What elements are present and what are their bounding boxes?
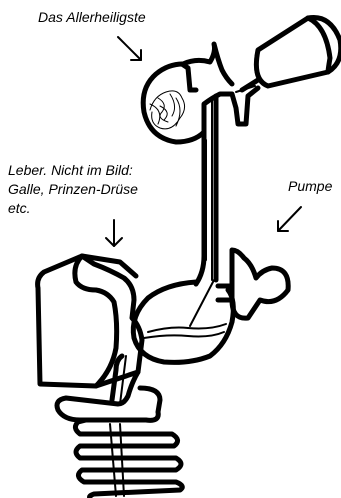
intestines-coil [75,420,182,498]
arrow-icon [118,37,141,60]
arrow-icon [278,207,301,231]
heart-shape [218,250,288,318]
liver-shape [38,256,142,386]
bottle-shape [236,17,341,92]
stomach-shape [133,280,233,362]
brain-head [143,44,258,142]
arrow-icon [106,220,122,246]
